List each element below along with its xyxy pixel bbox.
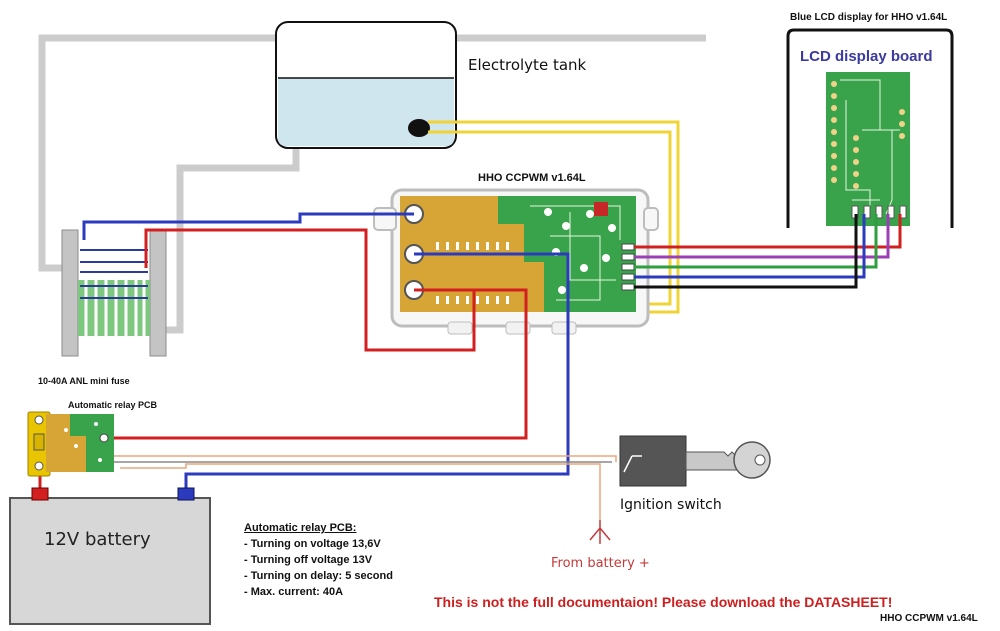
tube-top-left [38, 34, 276, 272]
ignition-switch-label: Ignition switch [620, 497, 722, 513]
ignition-switch-icon [619, 435, 687, 487]
power-wires [38, 212, 570, 494]
lcd-board-label: LCD display board [800, 48, 933, 65]
key-icon [685, 441, 771, 479]
blue-battery-wire [184, 252, 570, 492]
battery-plus-arrow-icon [589, 520, 611, 544]
electrolyte-tank [275, 21, 457, 149]
relay-spec-line: - Turning on delay: 5 second [244, 570, 393, 582]
relay-signal-wires [108, 455, 617, 520]
blue-cell-wire [82, 212, 414, 240]
from-battery-label: From battery + [551, 556, 650, 571]
battery [9, 487, 211, 625]
relay-spec-line: - Turning on voltage 13,6V [244, 538, 381, 550]
sensor-wires [428, 120, 680, 314]
lcd-caption-label: Blue LCD display for HHO v1.64L [790, 12, 948, 23]
fuse-label: 10-40A ANL mini fuse [38, 376, 130, 386]
battery-label: 12V battery [44, 529, 151, 550]
lcd-pcb [826, 72, 910, 226]
lcd-frame [786, 28, 954, 228]
relay-specs-title: Automatic relay PCB: [244, 522, 357, 534]
relay-spec-line: - Turning off voltage 13V [244, 554, 373, 566]
hho-cell [61, 229, 167, 357]
relay-pcb [46, 414, 114, 472]
footer-model-label: HHO CCPWM v1.64L [880, 613, 978, 624]
tube-cell-return [166, 148, 300, 334]
relay-specs: Automatic relay PCB: - Turning on voltag… [244, 520, 393, 600]
tube-lines [38, 34, 706, 334]
warning-text: This is not the full documentaion! Pleas… [434, 594, 893, 610]
lcd-cable [634, 214, 902, 289]
electrolyte-tank-label: Electrolyte tank [468, 56, 587, 74]
relay-spec-line: - Max. current: 40A [244, 586, 344, 598]
level-sensor [408, 119, 430, 137]
relay-pcb-label: Automatic relay PCB [68, 400, 158, 410]
pwm-board-label: HHO CCPWM v1.64L [478, 172, 586, 184]
red-relay-wire [104, 288, 528, 440]
